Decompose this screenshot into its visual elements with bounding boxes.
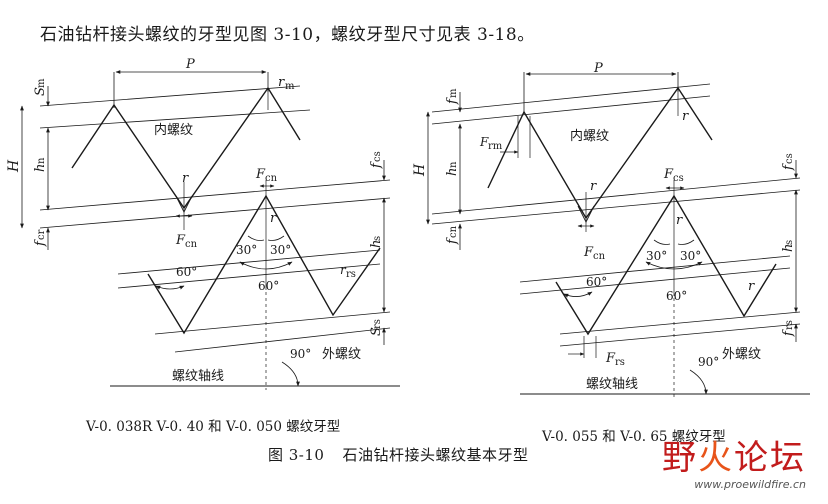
intro-paragraph: 石油钻杆接头螺纹的牙型见图 3-10，螺纹牙型尺寸见表 3-18。 bbox=[40, 25, 535, 45]
right-diagram bbox=[426, 72, 810, 398]
watermark-logo-text: 野火论坛 bbox=[662, 438, 806, 478]
right-label-Fcn-sub: cn bbox=[593, 251, 606, 262]
right-label-angle-30b: 30° bbox=[680, 249, 701, 263]
right-label-fcs: f bbox=[781, 163, 796, 171]
right-label-r-top: r bbox=[682, 109, 689, 124]
left-label-Sm: S bbox=[33, 87, 48, 96]
right-label-Fcs-sub: cs bbox=[673, 173, 684, 184]
left-label-angle-60-center: 60° bbox=[258, 279, 279, 293]
right-label-hs: h bbox=[781, 244, 796, 252]
left-label-rrs-sub: rs bbox=[346, 269, 356, 280]
left-label-fcs-sub: cs bbox=[372, 151, 383, 162]
left-diagram-caption: V-0. 038R V-0. 40 和 V-0. 050 螺纹牙型 bbox=[86, 419, 341, 435]
left-label-hn-sub: n bbox=[36, 157, 47, 164]
left-label-angle-90: 90° bbox=[290, 347, 311, 361]
right-label-H: H bbox=[412, 163, 428, 177]
right-label-Frs: F bbox=[605, 351, 616, 366]
right-label-axis-line: 螺纹轴线 bbox=[586, 377, 638, 392]
left-label-r-mid: r bbox=[270, 211, 277, 226]
right-label-Frm: F bbox=[479, 135, 489, 149]
left-label-fcr: f bbox=[33, 239, 48, 247]
right-label-hn: h bbox=[445, 168, 460, 176]
right-inner-thread-profile bbox=[487, 86, 713, 220]
right-label-angle-90: 90° bbox=[698, 355, 719, 369]
watermark: 野火论坛 www.proewildfire.cn bbox=[662, 440, 806, 491]
right-label-P: P bbox=[593, 61, 603, 76]
left-label-hs-sub: s bbox=[372, 236, 383, 241]
right-label-angle-60-left: 60° bbox=[586, 275, 607, 289]
left-label-hn: h bbox=[33, 164, 48, 172]
right-label-inner-thread: 内螺纹 bbox=[570, 128, 609, 144]
right-label-fm-sub: m bbox=[448, 88, 459, 98]
left-label-fcs: f bbox=[369, 161, 384, 169]
right-label-Frm-sub: rm bbox=[488, 141, 503, 152]
left-label-Fcn-top: F bbox=[255, 167, 266, 182]
left-label-Fcn-top-sub: cn bbox=[265, 173, 278, 184]
left-label-outer-thread: 外螺纹 bbox=[322, 347, 361, 362]
right-label-r-center: r bbox=[590, 179, 597, 194]
right-label-fcn-sub: cn bbox=[448, 225, 459, 238]
left-label-rrs: r bbox=[340, 263, 347, 277]
right-label-angle-30a: 30° bbox=[646, 249, 667, 263]
left-label-H: H bbox=[6, 159, 22, 173]
left-diagram-labels: P r m S m H h n f cr 内螺纹 r F cn F cn r 3… bbox=[6, 57, 384, 384]
left-label-hs: h bbox=[369, 240, 384, 248]
left-label-Sm-sub: m bbox=[36, 78, 47, 88]
right-label-hn-sub: n bbox=[448, 161, 459, 168]
left-label-angle-60-left: 60° bbox=[176, 265, 197, 279]
left-label-P: P bbox=[185, 57, 195, 72]
right-label-hs-sub: s bbox=[784, 240, 795, 245]
left-label-rm: r bbox=[278, 75, 285, 90]
left-label-axis-line: 螺纹轴线 bbox=[172, 369, 224, 384]
right-label-frs: f bbox=[781, 329, 796, 337]
figure-number: 图 3-10 bbox=[268, 446, 325, 464]
right-label-fm: f bbox=[445, 97, 460, 105]
right-label-fcn: f bbox=[445, 237, 460, 245]
right-diagram-labels: P f m F rm H h n f cn 内螺纹 r r F cn F cs … bbox=[412, 61, 796, 392]
left-label-Fcn-left: F bbox=[175, 233, 186, 248]
right-label-r-mid: r bbox=[676, 213, 683, 228]
left-label-Fcn-left-sub: cn bbox=[185, 239, 198, 250]
left-label-angle-30b: 30° bbox=[270, 243, 291, 257]
figure-title-text: 石油钻杆接头螺纹基本牙型 bbox=[342, 446, 529, 464]
left-label-r-center: r bbox=[182, 171, 189, 186]
right-label-Frs-sub: rs bbox=[615, 357, 625, 368]
left-label-rm-sub: m bbox=[285, 81, 295, 92]
right-label-Fcs: F bbox=[663, 167, 674, 182]
right-label-Fcn: F bbox=[583, 245, 594, 260]
left-label-angle-30a: 30° bbox=[236, 243, 257, 257]
right-label-r-right: r bbox=[748, 279, 755, 294]
left-label-Srs-sub: rs bbox=[372, 319, 383, 329]
right-diagram-caption: V-0. 055 和 V-0. 65 螺纹牙型 bbox=[542, 429, 726, 445]
right-label-angle-60-center: 60° bbox=[666, 289, 687, 303]
right-label-outer-thread: 外螺纹 bbox=[722, 347, 761, 362]
watermark-url: www.proewildfire.cn bbox=[694, 478, 806, 491]
figure-title: 图 3-10 石油钻杆接头螺纹基本牙型 bbox=[268, 444, 528, 465]
left-label-fcr-sub: cr bbox=[36, 229, 47, 240]
left-label-inner-thread: 内螺纹 bbox=[154, 122, 193, 138]
left-diagram bbox=[20, 70, 400, 390]
left-label-Srs: S bbox=[369, 327, 384, 336]
right-label-fcs-sub: cs bbox=[784, 153, 795, 164]
right-label-frs-sub: rs bbox=[784, 320, 795, 330]
